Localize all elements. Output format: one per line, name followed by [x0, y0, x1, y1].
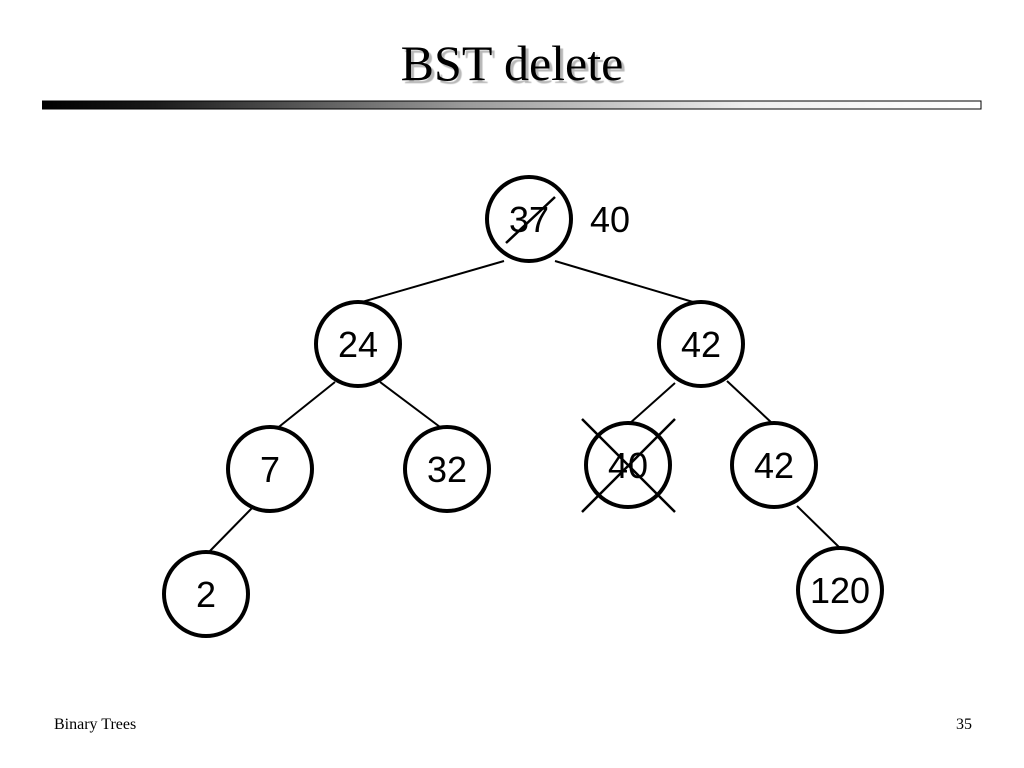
- title-underline: [42, 100, 982, 110]
- cross-out-mark-b: [581, 418, 676, 513]
- tree-edges: [207, 260, 842, 554]
- edge-37-42: [554, 260, 694, 303]
- tree-node-7: 7: [226, 425, 314, 513]
- node-circle: [403, 425, 491, 513]
- edge-42-42: [726, 380, 774, 425]
- slide-title: BST delete: [400, 35, 624, 91]
- tree-node-42: 42: [657, 300, 745, 388]
- edge-42-40: [628, 382, 676, 425]
- node-value: 32: [427, 449, 467, 490]
- tree-node-42-lower: 42: [730, 421, 818, 509]
- tree-node-2: 2: [162, 550, 250, 638]
- slide-number: 35: [956, 716, 972, 733]
- node-value: 7: [260, 449, 280, 490]
- edge-37-24: [361, 260, 505, 303]
- edge-42-120: [796, 505, 842, 550]
- tree-node-24: 24: [314, 300, 402, 388]
- tree-node-32: 32: [403, 425, 491, 513]
- node-circle: [657, 300, 745, 388]
- node-circle: [796, 546, 884, 634]
- node-value: 120: [810, 570, 870, 611]
- tree-node-120: 120: [796, 546, 884, 634]
- edge-24-32: [379, 381, 445, 431]
- node-value: 2: [196, 574, 216, 615]
- node-circle: [314, 300, 402, 388]
- node-value: 42: [681, 324, 721, 365]
- node-circle: [730, 421, 818, 509]
- footer-topic: Binary Trees: [54, 716, 137, 733]
- node-circle: [162, 550, 250, 638]
- node-value: 42: [754, 445, 794, 486]
- replacement-value-label: 40: [590, 199, 630, 240]
- tree-node-40-removed: 40: [581, 418, 676, 513]
- edge-24-7: [274, 381, 336, 431]
- tree-node-root: 37: [485, 175, 573, 263]
- edge-7-2: [207, 507, 253, 554]
- node-circle: [226, 425, 314, 513]
- node-value: 24: [338, 324, 378, 365]
- strike-through-mark: [505, 196, 556, 244]
